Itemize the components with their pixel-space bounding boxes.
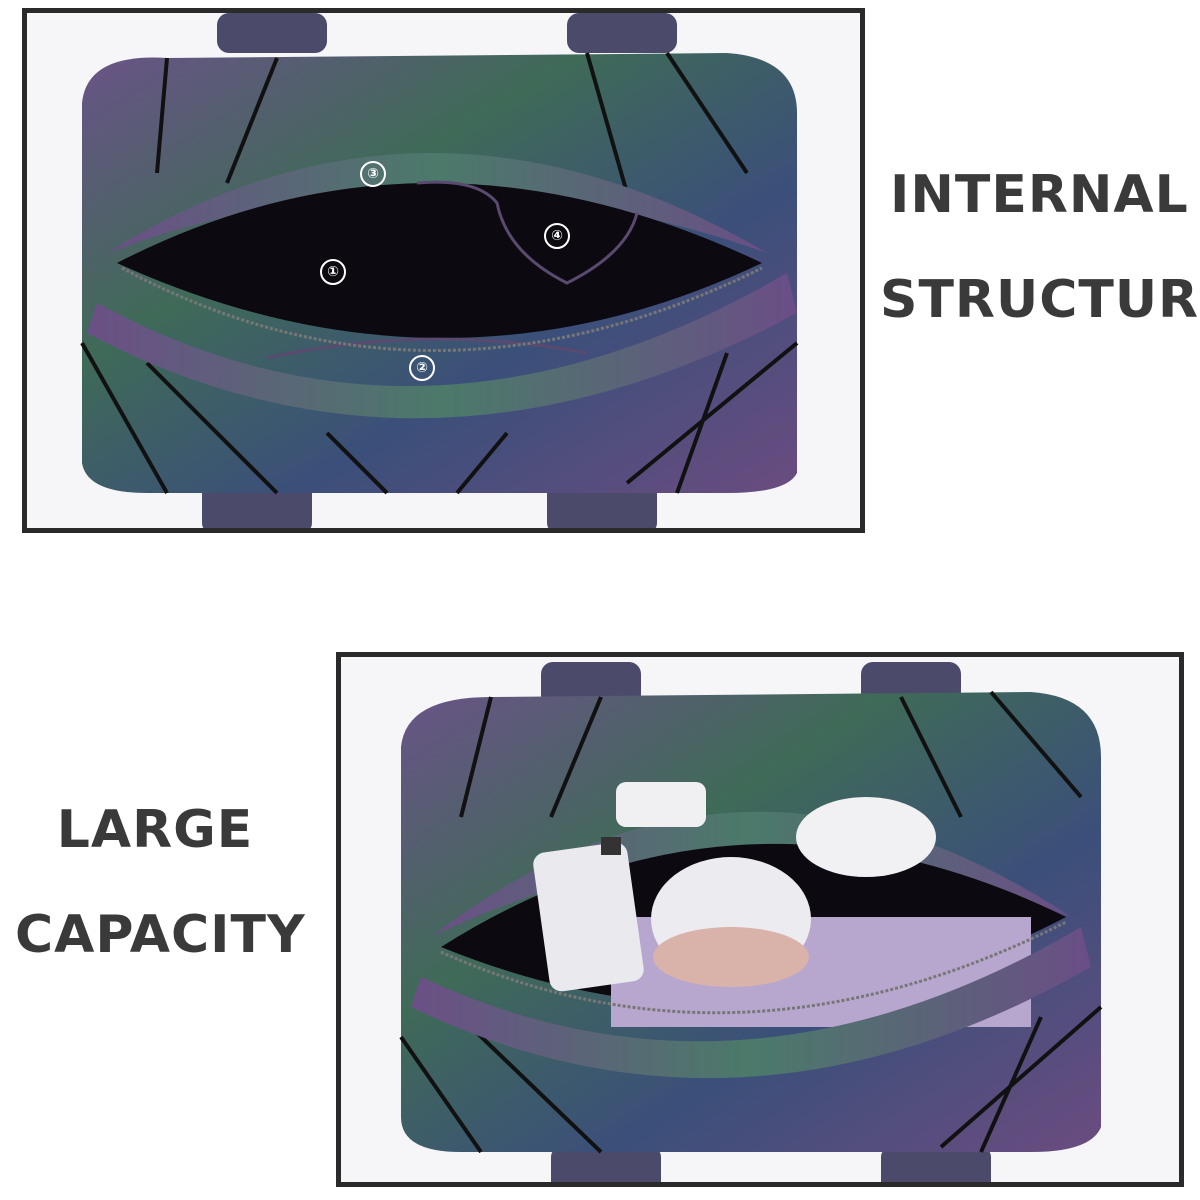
caption-capacity: CAPACITY [15,905,306,965]
pocket-marker-2: ② [409,355,435,381]
caption-large: LARGE [56,800,254,860]
pocket-marker-1: ① [320,259,346,285]
caption-structure: STRUCTURE [880,270,1200,330]
caption-internal: INTERNAL [890,165,1189,225]
large-capacity-photo [336,652,1184,1187]
internal-structure-photo: ③ ④ ① ② [22,8,865,533]
open-bag-filled [399,662,1103,1182]
open-bag-empty [80,13,799,528]
pocket-marker-4: ④ [544,223,570,249]
pocket-marker-3: ③ [360,161,386,187]
